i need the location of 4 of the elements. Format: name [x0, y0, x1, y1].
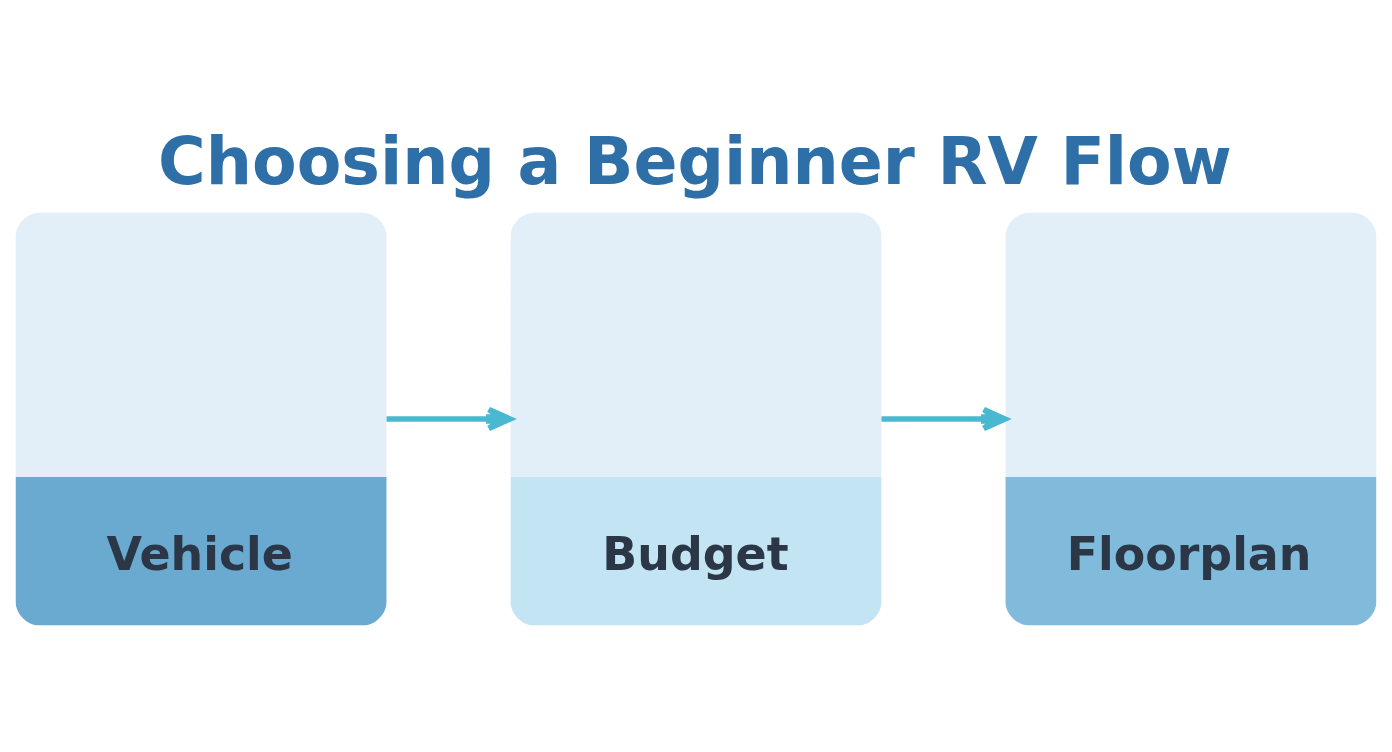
node-box: Vehicle	[15, 212, 387, 626]
node-box: Floorplan	[1005, 212, 1377, 626]
diagram-title: Choosing a Beginner RV Flow	[158, 124, 1232, 200]
node-box: Budget	[510, 212, 882, 626]
